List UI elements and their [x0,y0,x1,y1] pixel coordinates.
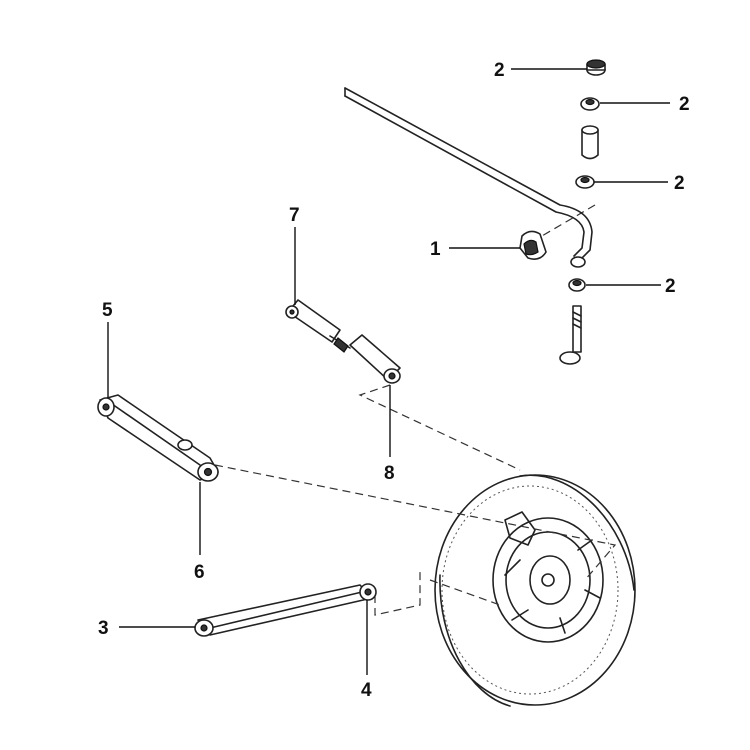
assembly-lines [214,204,617,616]
stabilizer-bushing [519,230,547,260]
callout-upper-arm-front: 5 [102,300,113,321]
callout-washer-lower: 2 [674,173,685,194]
link-bolt [559,305,582,365]
leader-lines [107,68,670,675]
upper-trailing-arm [97,394,219,482]
callouts: 1 2 2 2 2 3 4 5 6 7 8 [98,60,690,701]
stabilizer-bar [344,87,593,261]
wheel-hub [492,511,604,643]
washer-upper [580,97,600,111]
tire [434,474,636,707]
callout-lateral-link-upper: 7 [289,205,300,226]
spacer-sleeve [581,125,599,160]
callout-nut-top: 2 [494,60,505,81]
callout-lower-arm-bolt: 4 [361,680,372,701]
callout-washer-upper: 2 [679,94,690,115]
washer-lower [575,175,595,189]
callout-bushing: 1 [430,239,441,260]
callout-lateral-link-lower: 8 [384,463,395,484]
lower-arm [194,583,377,637]
nut-bottom [568,278,586,292]
callout-nut-bottom: 2 [665,276,676,297]
callout-lower-arm-rear: 3 [98,618,109,639]
wheel-assembly [434,474,636,707]
stabilizer-link-hardware [559,59,606,365]
lateral-link [285,299,401,384]
link-eye [570,256,586,268]
nut-top [586,59,606,76]
callout-upper-arm-rear: 6 [194,562,205,583]
